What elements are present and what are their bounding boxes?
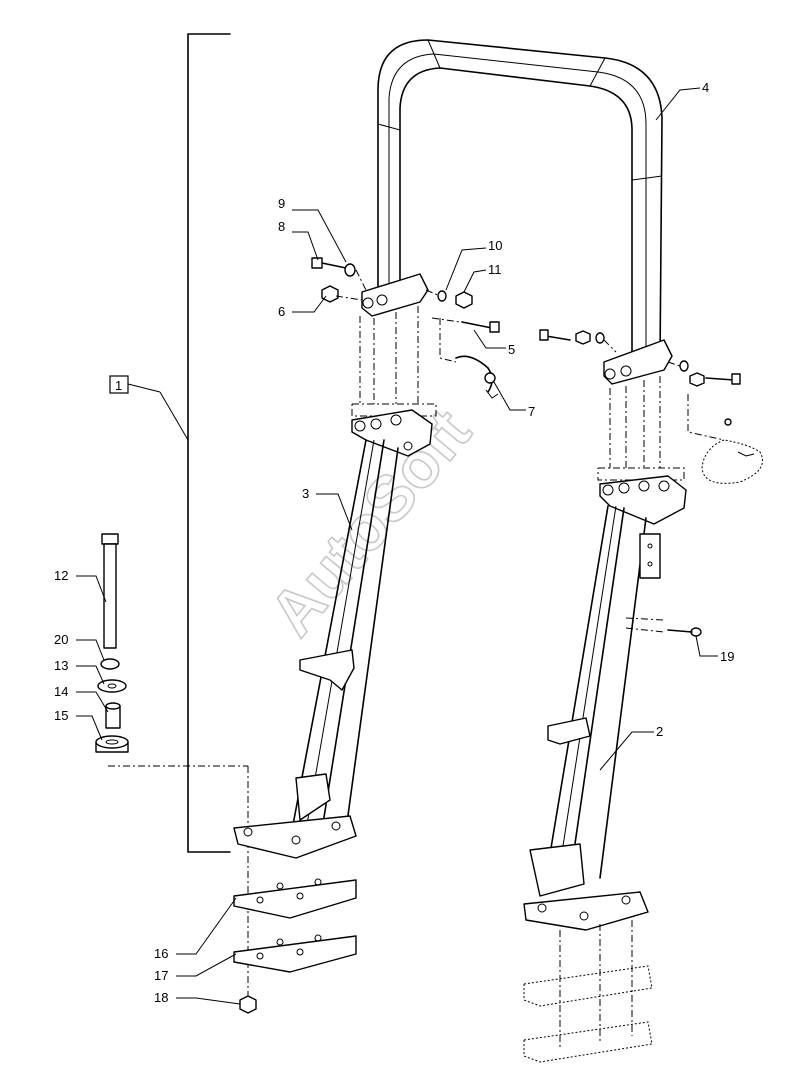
callout-13: 13 xyxy=(54,658,68,673)
callout-7: 7 xyxy=(528,404,535,419)
callout-6: 6 xyxy=(278,304,285,319)
bolt-8 xyxy=(311,257,347,269)
left-shims xyxy=(233,878,357,1014)
callout-5: 5 xyxy=(508,342,515,357)
right-shims xyxy=(523,920,653,1063)
callout-20: 20 xyxy=(54,632,68,647)
callout-11: 11 xyxy=(488,262,502,277)
callout-16: 16 xyxy=(154,946,168,961)
washer-10 xyxy=(437,290,447,302)
bolt-19 xyxy=(667,627,702,637)
callout-9: 9 xyxy=(278,196,285,211)
bolt-12 xyxy=(101,533,119,649)
shim-16 xyxy=(233,879,357,919)
nut-11 xyxy=(455,291,473,309)
washer-9 xyxy=(344,263,356,277)
callout-12: 12 xyxy=(54,568,68,583)
callout-15: 15 xyxy=(54,708,68,723)
spacer-14 xyxy=(105,702,121,729)
leader-lines xyxy=(76,87,718,1005)
lynch-pin-7 xyxy=(455,355,499,399)
group-bracket: 1 xyxy=(109,33,231,853)
callout-17: 17 xyxy=(154,968,168,983)
callout-8: 8 xyxy=(278,219,285,234)
bushing-15 xyxy=(95,735,129,753)
callout-2: 2 xyxy=(656,724,663,739)
shim-17 xyxy=(233,935,357,973)
callout-10: 10 xyxy=(488,238,502,253)
fastener-set-right xyxy=(539,329,763,484)
washer-20 xyxy=(100,658,120,670)
bolt-5 xyxy=(461,321,500,333)
nut-18 xyxy=(239,995,257,1014)
left-post xyxy=(233,409,433,859)
callout-labels: 9 8 6 10 11 5 7 4 3 2 19 12 20 13 14 15 … xyxy=(54,80,734,1005)
callout-18: 18 xyxy=(154,990,168,1005)
callout-3: 3 xyxy=(302,486,309,501)
callout-19: 19 xyxy=(720,649,734,664)
callout-4: 4 xyxy=(702,80,709,95)
callout-14: 14 xyxy=(54,684,68,699)
right-post xyxy=(523,475,687,931)
group-label-box xyxy=(109,375,129,394)
roll-bar-arch xyxy=(361,39,673,385)
washer-13 xyxy=(97,679,127,693)
group-label: 1 xyxy=(115,378,122,393)
nut-6 xyxy=(321,285,339,303)
fastener-set-left xyxy=(311,257,500,399)
left-fastener-stack xyxy=(95,533,129,753)
